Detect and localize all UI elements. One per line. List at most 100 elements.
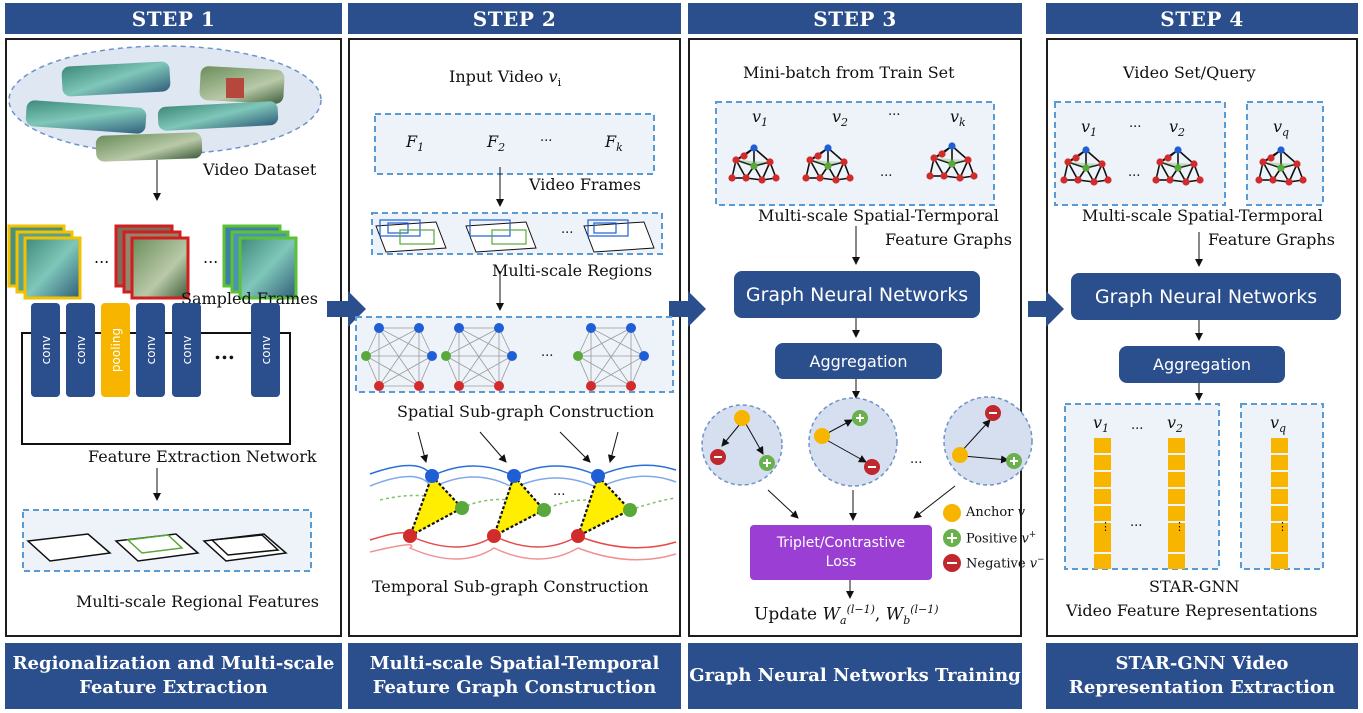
- graph-node: [1269, 176, 1277, 184]
- graph-node: [750, 144, 758, 152]
- spatial-subgraph-2: [441, 323, 517, 391]
- graph-node: [832, 176, 840, 184]
- frame-f1-var: F: [406, 132, 418, 151]
- legend-anchor-label: Anchor: [966, 505, 1018, 520]
- graph-node: [586, 323, 596, 333]
- video-v1-sub: 1: [761, 116, 769, 130]
- graph-node: [964, 156, 972, 164]
- graph-node: [639, 351, 649, 361]
- update-text: Update: [754, 604, 823, 625]
- legend-negative-label: Negative: [966, 556, 1030, 572]
- loss-label-line1: Triplet/Contrastive: [776, 534, 906, 551]
- vector-cell: [1168, 489, 1185, 504]
- frame-fk-var: F: [605, 132, 617, 151]
- graph-node: [1293, 160, 1301, 168]
- video-vk-var: v: [950, 107, 960, 126]
- graph-node: [732, 156, 740, 164]
- query-vq-sub: q: [1282, 126, 1290, 140]
- graph-node: [454, 323, 464, 333]
- vector-cell: [1094, 506, 1111, 521]
- vector-cell: [1094, 472, 1111, 487]
- frame-f1: F1: [406, 132, 424, 154]
- graph-node: [948, 142, 956, 150]
- update-weights-label: Update Wa(l−1), Wb(l−1): [754, 603, 939, 627]
- query-graph-vq: [1255, 146, 1307, 186]
- layers-ellipsis: ...: [214, 340, 235, 364]
- vector-cell: [1094, 489, 1111, 504]
- step1-footer-line2: Feature Extraction: [79, 677, 268, 698]
- rep-label-line1: STAR-GNN: [1149, 577, 1240, 596]
- spatial-subgraph-1: [361, 323, 437, 391]
- vector-cell: [1271, 537, 1288, 552]
- graph-node: [1299, 176, 1307, 184]
- video-v2-var: v: [832, 107, 842, 126]
- vector-cell: [1271, 489, 1288, 504]
- graph-node: [1152, 176, 1160, 184]
- graph-node: [1098, 160, 1106, 168]
- legend-anchor-var: v: [1017, 505, 1025, 520]
- spatial-subgraph-3: [573, 323, 649, 391]
- graph-node: [806, 156, 814, 164]
- temporal-ellipsis: ...: [553, 484, 566, 499]
- graph-node: [427, 351, 437, 361]
- graph-node: [1072, 154, 1080, 162]
- step4-footer: STAR-GNN Video Representation Extraction: [1046, 643, 1358, 709]
- graphs-ellipsis: ...: [880, 165, 893, 180]
- graph-node: [586, 381, 596, 391]
- input-video-var: v: [548, 67, 558, 86]
- vector-cell: [1168, 537, 1185, 552]
- frame-f1-sub: 1: [417, 141, 425, 155]
- input-video-text: Input Video: [449, 67, 549, 86]
- graph-node: [1064, 158, 1072, 166]
- video-vk-sub: k: [959, 116, 966, 130]
- graph-node: [1277, 164, 1285, 172]
- graph-node: [970, 172, 978, 180]
- legend-icons: [943, 504, 961, 572]
- feature-graph-v2: [802, 144, 854, 184]
- cluster-nodes: [710, 405, 1022, 475]
- query-v2: v2: [1169, 117, 1185, 139]
- rep-vq-var: v: [1270, 413, 1280, 432]
- frame-fk-sub: k: [616, 141, 623, 155]
- frames-ellipsis: ...: [540, 130, 553, 145]
- vector-cell: [1168, 506, 1185, 521]
- vector-cell: [1094, 438, 1111, 453]
- vector-cell: [1094, 455, 1111, 470]
- graph-node: [1082, 164, 1090, 172]
- conv-layer-5: conv: [251, 303, 280, 397]
- rep-label-line2: Video Feature Representations: [1066, 601, 1318, 620]
- loss-block: Triplet/Contrastive Loss: [750, 525, 932, 580]
- graph-node: [846, 174, 854, 182]
- graph-node: [414, 323, 424, 333]
- query-v1-var: v: [1081, 117, 1091, 136]
- graph-node: [494, 381, 504, 391]
- minibatch-label: Mini-batch from Train Set: [743, 63, 955, 82]
- regions-ellipsis: ...: [561, 222, 574, 237]
- vector-cell: [1168, 438, 1185, 453]
- graph-node: [926, 172, 934, 180]
- graph-node: [1166, 176, 1174, 184]
- update-w1-sub: a: [840, 614, 847, 628]
- frame-fk: Fk: [605, 132, 623, 154]
- vector-cell: [1271, 523, 1288, 538]
- update-w1: W: [822, 604, 841, 625]
- clusters-ellipsis: ...: [910, 452, 923, 467]
- sampled-frames-label: Sampled Frames: [181, 289, 318, 308]
- graph-node: [1182, 178, 1190, 186]
- rep-ellipsis-mid: ...: [1130, 515, 1143, 530]
- graph-node: [948, 160, 956, 168]
- rep-v2: v2: [1167, 413, 1183, 435]
- graph-node: [742, 174, 750, 182]
- multiscale-regions-label: Multi-scale Regions: [492, 261, 653, 280]
- frame-f2: F2: [487, 132, 505, 154]
- frame-f2-sub: 2: [498, 141, 506, 155]
- graph-node: [626, 323, 636, 333]
- gnn-block-step4: Graph Neural Networks: [1071, 273, 1341, 320]
- conv-layer-3: conv: [136, 303, 165, 397]
- input-video-label: Input Video vi: [449, 67, 561, 89]
- graph-node: [816, 174, 824, 182]
- graph-node: [930, 154, 938, 162]
- feature-network-label: Feature Extraction Network: [88, 447, 317, 466]
- vector-cell: [1271, 506, 1288, 521]
- graph-node: [766, 158, 774, 166]
